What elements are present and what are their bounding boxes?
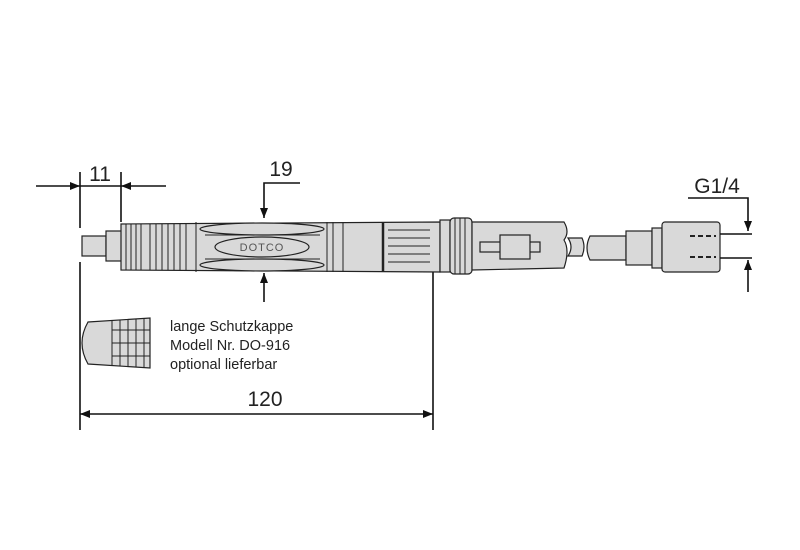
note-line-2: Modell Nr. DO-916	[170, 338, 290, 354]
dimension-thread: G1/4	[688, 175, 752, 292]
note-line-3: optional lieferbar	[170, 357, 277, 373]
extension-lines	[79, 172, 434, 430]
brand-plate	[214, 236, 310, 258]
cap-note: lange Schutzkappe Modell Nr. DO-916 opti…	[170, 319, 293, 373]
grinder-tool: DOTCO	[81, 217, 721, 275]
note-line-1: lange Schutzkappe	[170, 319, 293, 335]
protective-cap	[81, 317, 151, 369]
dimension-19-label: 19	[269, 158, 292, 181]
g14-fitting	[661, 221, 721, 273]
dimension-120-label: 120	[247, 388, 282, 411]
thread-label: G1/4	[694, 175, 740, 198]
dimension-19: 19	[260, 158, 300, 302]
dimension-11-label: 11	[89, 163, 111, 186]
brand-label: DOTCO	[240, 242, 285, 254]
dimension-120: 120	[80, 388, 433, 418]
dimension-11: 11	[36, 163, 166, 190]
